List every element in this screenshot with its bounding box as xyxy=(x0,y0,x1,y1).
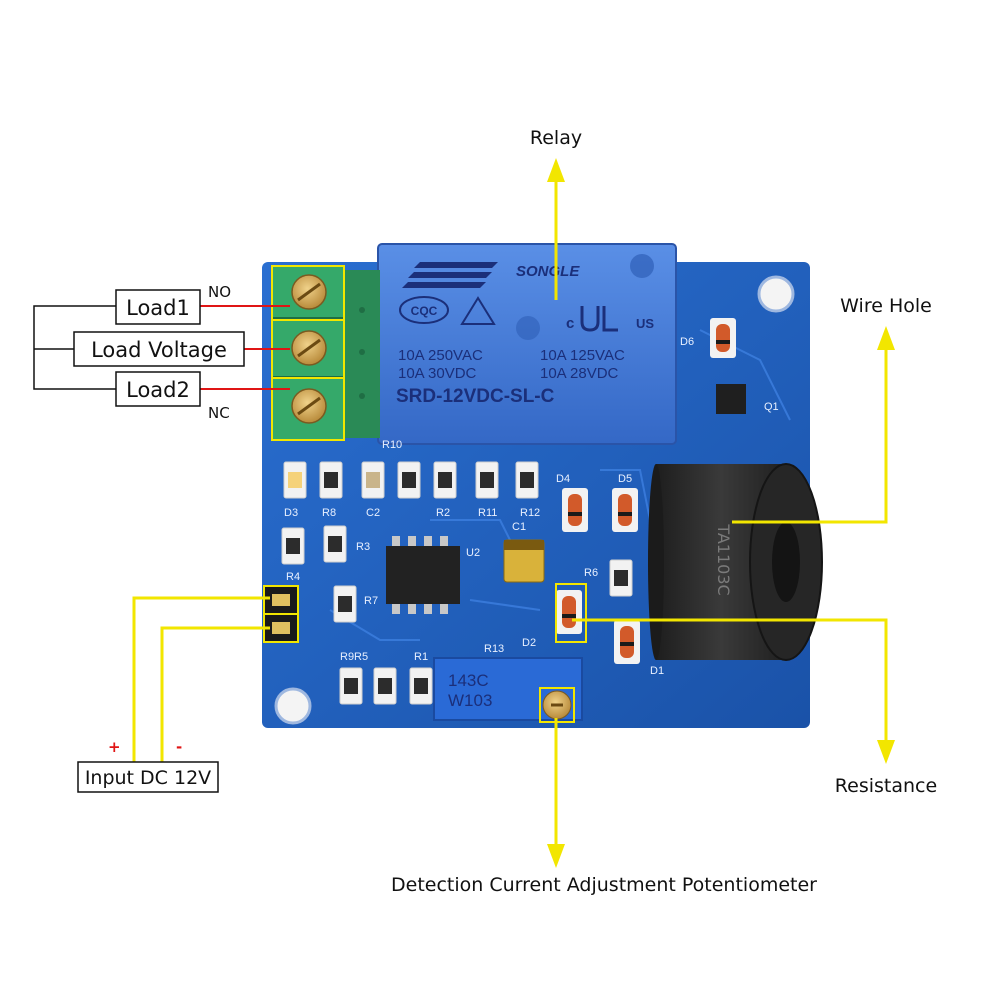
songle-logo-icon xyxy=(402,262,498,288)
transistor-q1 xyxy=(716,384,746,414)
relay-cqc: CQC xyxy=(411,304,438,318)
label-r1: R1 xyxy=(414,651,428,663)
label-c1: C1 xyxy=(512,521,526,533)
ic-u2 xyxy=(386,536,460,614)
label-r7: R7 xyxy=(364,595,378,607)
pot-marking-2: W103 xyxy=(448,691,492,710)
label-r6: R6 xyxy=(584,567,598,579)
relay-callout: Relay xyxy=(530,127,582,300)
smd-components xyxy=(263,318,746,705)
label-r8: R8 xyxy=(322,507,336,519)
label-d3: D3 xyxy=(284,507,298,519)
relay-callout-label: Relay xyxy=(530,127,582,149)
label-d1: D1 xyxy=(650,665,664,677)
plus-label: + xyxy=(108,738,121,756)
power-wiring xyxy=(132,596,270,762)
label-d4: D4 xyxy=(556,473,570,485)
label-r3: R3 xyxy=(356,541,370,553)
label-r10: R10 xyxy=(382,439,402,451)
arrow-down-icon xyxy=(877,740,895,764)
load2-label: Load2 xyxy=(126,378,190,402)
wire-hole xyxy=(772,522,800,602)
power-header[interactable] xyxy=(263,585,299,643)
relay: SONGLE CQC c US 10A 250VAC 10A 125VAC 10… xyxy=(377,243,677,445)
screw-terminal-common[interactable] xyxy=(291,330,327,366)
load-wiring xyxy=(33,305,290,390)
load2-label-box: Load2 xyxy=(115,371,201,407)
label-r12: R12 xyxy=(520,507,540,519)
wire-hole-callout-label: Wire Hole xyxy=(840,295,932,317)
current-transformer: TA1103C xyxy=(648,463,823,661)
label-d6: D6 xyxy=(680,336,694,348)
load1-label: Load1 xyxy=(126,296,190,320)
arrow-down-icon xyxy=(547,844,565,868)
relay-brand: SONGLE xyxy=(516,263,580,280)
relay-ul-c: c xyxy=(566,315,574,332)
label-r13: R13 xyxy=(484,643,504,655)
diodes xyxy=(556,318,736,664)
terminal-block xyxy=(271,265,380,441)
relay-top-hole xyxy=(630,254,654,278)
no-label: NO xyxy=(208,283,231,301)
wire-hole-callout: Wire Hole xyxy=(732,295,932,524)
cqc-mark-icon xyxy=(399,296,449,324)
relay-rating-2a: 10A 30VDC xyxy=(398,365,477,382)
highlight-resistance xyxy=(555,583,587,643)
transformer-marking: TA1103C xyxy=(714,523,733,595)
relay-rating-2b: 10A 28VDC xyxy=(540,365,619,382)
resistance-callout: Resistance xyxy=(572,618,937,797)
relay-rating-1a: 10A 250VAC xyxy=(398,347,483,364)
potentiometer-callout-label: Detection Current Adjustment Potentiomet… xyxy=(391,874,817,896)
arrow-up-icon xyxy=(547,158,565,182)
nc-label: NC xyxy=(208,404,230,422)
label-r4: R4 xyxy=(286,571,300,583)
load1-label-box: Load1 xyxy=(115,289,201,325)
minus-label: - xyxy=(176,738,182,756)
label-d5: D5 xyxy=(618,473,632,485)
load-voltage-label: Load Voltage xyxy=(91,338,227,362)
triangle-mark-icon xyxy=(460,296,496,325)
load-voltage-label-box: Load Voltage xyxy=(73,331,245,367)
highlight-nc xyxy=(271,377,345,441)
relay-rating-1b: 10A 125VAC xyxy=(540,347,625,364)
label-r2: R2 xyxy=(436,507,450,519)
input-dc-label-box: Input DC 12V xyxy=(77,761,219,793)
relay-mid-hole xyxy=(516,316,540,340)
label-q1: Q1 xyxy=(764,401,779,413)
mounting-hole-bottom-left xyxy=(274,687,312,725)
label-c2: C2 xyxy=(366,507,380,519)
label-r11: R11 xyxy=(478,507,497,519)
input-dc-label: Input DC 12V xyxy=(85,767,211,789)
resistance-callout-label: Resistance xyxy=(835,775,937,797)
ul-mark-icon xyxy=(580,306,618,332)
pot-marking-1: 143C xyxy=(448,671,489,690)
mounting-hole-top-right xyxy=(757,275,795,313)
relay-ul-us: US xyxy=(636,316,654,331)
pcb-labels: D6 Q1 D4 D5 D1 D2 D3 R10 R8 C2 R2 R11 R1… xyxy=(284,336,779,677)
label-d2: D2 xyxy=(522,637,536,649)
label-u2: U2 xyxy=(466,547,480,559)
label-r9r5: R9R5 xyxy=(340,651,368,663)
potentiometer[interactable]: 143C W103 xyxy=(433,657,583,723)
arrow-up-icon xyxy=(877,326,895,350)
screw-terminal-no[interactable] xyxy=(291,274,327,310)
potentiometer-callout: Detection Current Adjustment Potentiomet… xyxy=(391,718,817,896)
screw-terminal-nc[interactable] xyxy=(291,388,327,424)
relay-model: SRD-12VDC-SL-C xyxy=(396,386,555,407)
